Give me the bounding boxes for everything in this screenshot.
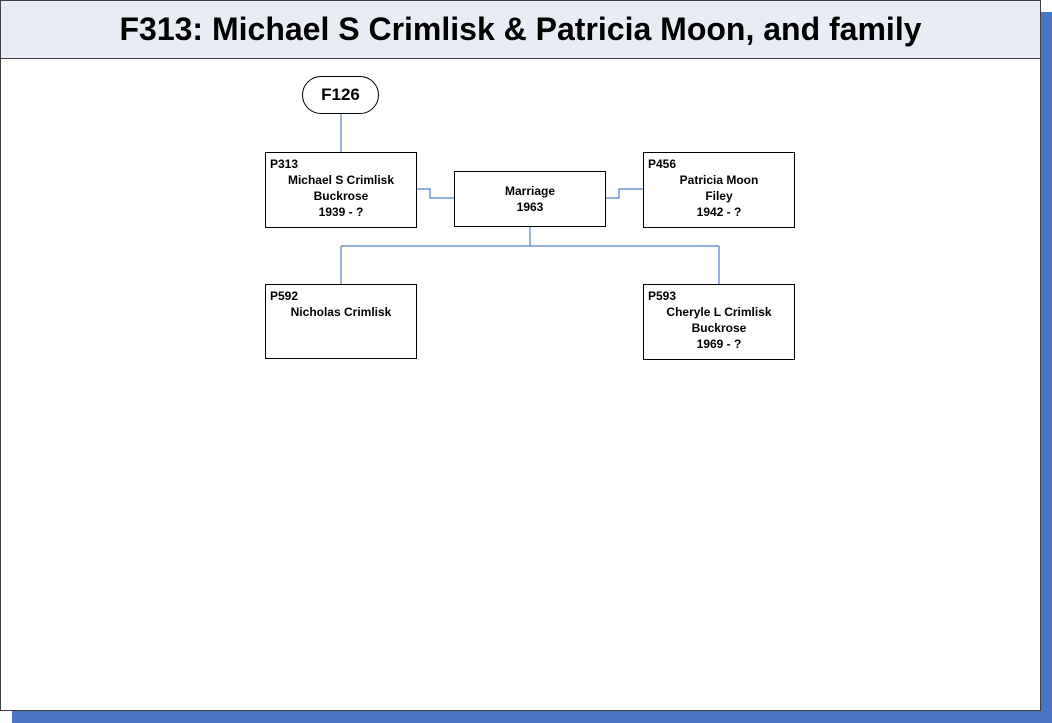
person-name: Nicholas Crimlisk — [290, 305, 392, 319]
marriage-year: 1963 — [516, 200, 544, 214]
person-dates: 1942 - ? — [696, 205, 742, 219]
person-box-wife[interactable]: P456 Patricia Moon Filey 1942 - ? — [643, 152, 795, 228]
person-box-husband[interactable]: P313 Michael S Crimlisk Buckrose 1939 - … — [265, 152, 417, 228]
marriage-box[interactable]: Marriage 1963 — [454, 171, 606, 227]
person-place: Buckrose — [691, 321, 747, 335]
person-dates: 1939 - ? — [318, 205, 364, 219]
person-id: P313 — [270, 157, 299, 171]
person-id: P456 — [648, 157, 677, 171]
parent-family-node[interactable]: F126 — [302, 76, 379, 114]
chart-header: F313: Michael S Crimlisk & Patricia Moon… — [1, 1, 1040, 59]
person-name: Patricia Moon — [679, 173, 759, 187]
person-name: Cheryle L Crimlisk — [666, 305, 772, 319]
person-box-child-2[interactable]: P593 Cheryle L Crimlisk Buckrose 1969 - … — [643, 284, 795, 360]
person-box-child-1[interactable]: P592 Nicholas Crimlisk — [265, 284, 417, 359]
person-place: Buckrose — [313, 189, 369, 203]
chart-page: F313: Michael S Crimlisk & Patricia Moon… — [0, 0, 1041, 711]
person-id: P593 — [648, 289, 677, 303]
parent-family-label: F126 — [321, 85, 360, 104]
person-dates: 1969 - ? — [696, 337, 742, 351]
marriage-label: Marriage — [504, 184, 556, 198]
person-id: P592 — [270, 289, 299, 303]
chart-title: F313: Michael S Crimlisk & Patricia Moon… — [119, 11, 922, 47]
person-place: Filey — [705, 189, 733, 203]
person-name: Michael S Crimlisk — [287, 173, 395, 187]
